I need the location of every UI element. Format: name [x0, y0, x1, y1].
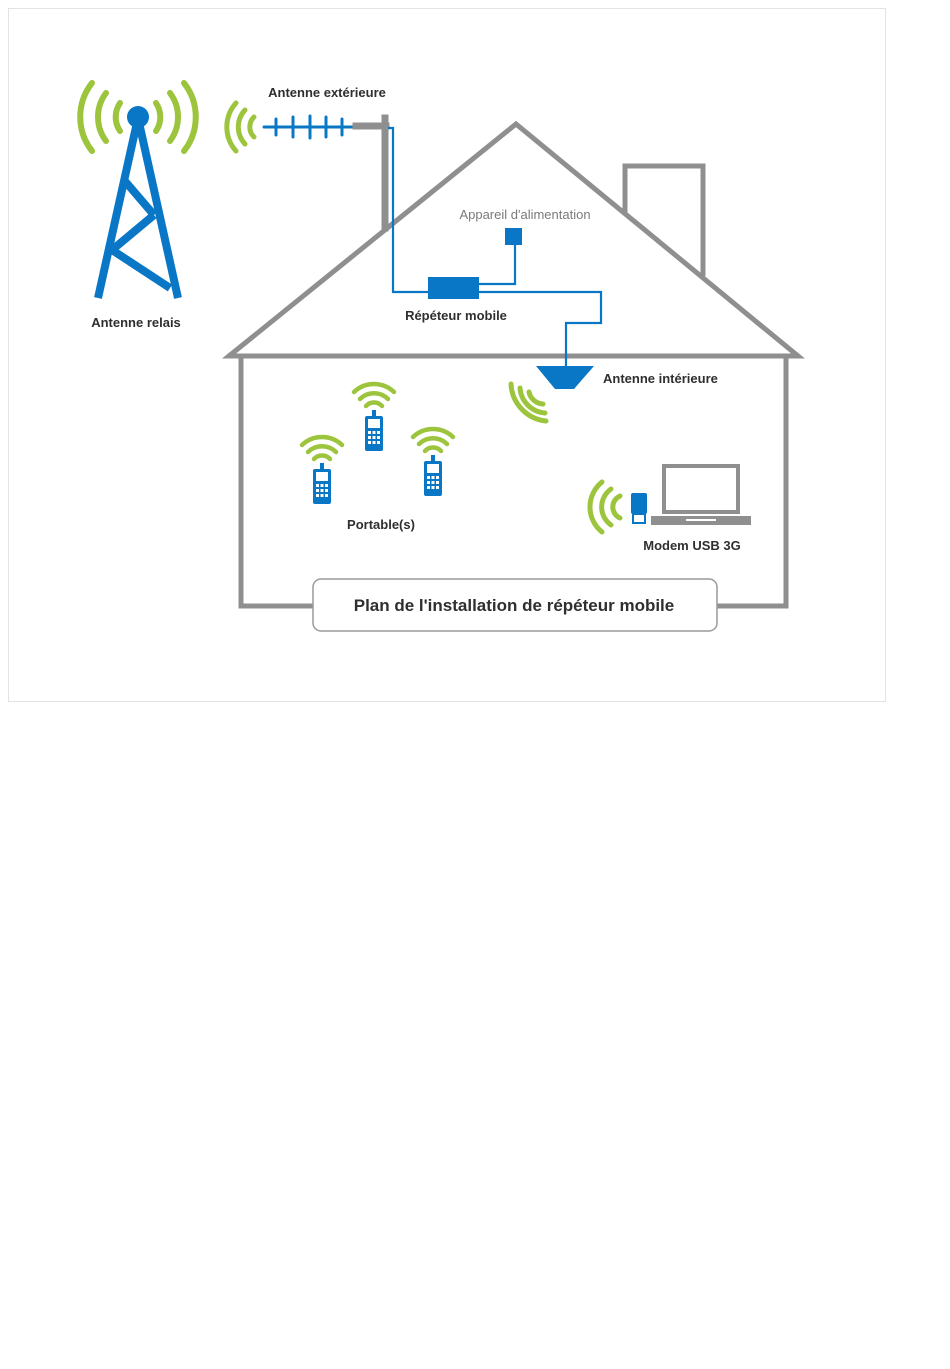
outdoor-antenna-label: Antenne extérieure	[268, 85, 386, 100]
mobile-phone-icon	[354, 384, 394, 451]
indoor-antenna-label: Antenne intérieure	[603, 371, 718, 386]
antenna-mast	[356, 118, 386, 228]
usb-signal-waves-icon	[590, 482, 620, 532]
relay-antenna-label: Antenne relais	[91, 315, 181, 330]
mobile-phone-icon	[413, 429, 453, 496]
indoor-antenna-icon	[536, 366, 594, 389]
outdoor-signal-waves-icon	[227, 103, 254, 151]
yagi-antenna-icon	[264, 116, 356, 138]
usb-modem-icon	[631, 493, 647, 523]
mobile-phone-icon	[302, 437, 342, 504]
coaxial-cables	[388, 128, 601, 366]
repeater-icon	[428, 277, 479, 299]
relay-tower-icon	[98, 106, 178, 298]
phone-signal-waves-icon	[413, 429, 453, 451]
phone-signal-waves-icon	[354, 384, 394, 406]
power-supply-icon	[505, 228, 522, 245]
house-outline	[229, 124, 798, 606]
power-supply-label: Appareil d'alimentation	[459, 207, 590, 222]
diagram-caption: Plan de l'installation de répéteur mobil…	[354, 596, 675, 615]
phones-label: Portable(s)	[347, 517, 415, 532]
laptop-icon	[651, 466, 751, 525]
mobile-repeater-label: Répéteur mobile	[405, 308, 507, 323]
usb-modem-label: Modem USB 3G	[643, 538, 741, 553]
indoor-signal-waves-icon	[511, 384, 546, 421]
phone-signal-waves-icon	[302, 437, 342, 459]
